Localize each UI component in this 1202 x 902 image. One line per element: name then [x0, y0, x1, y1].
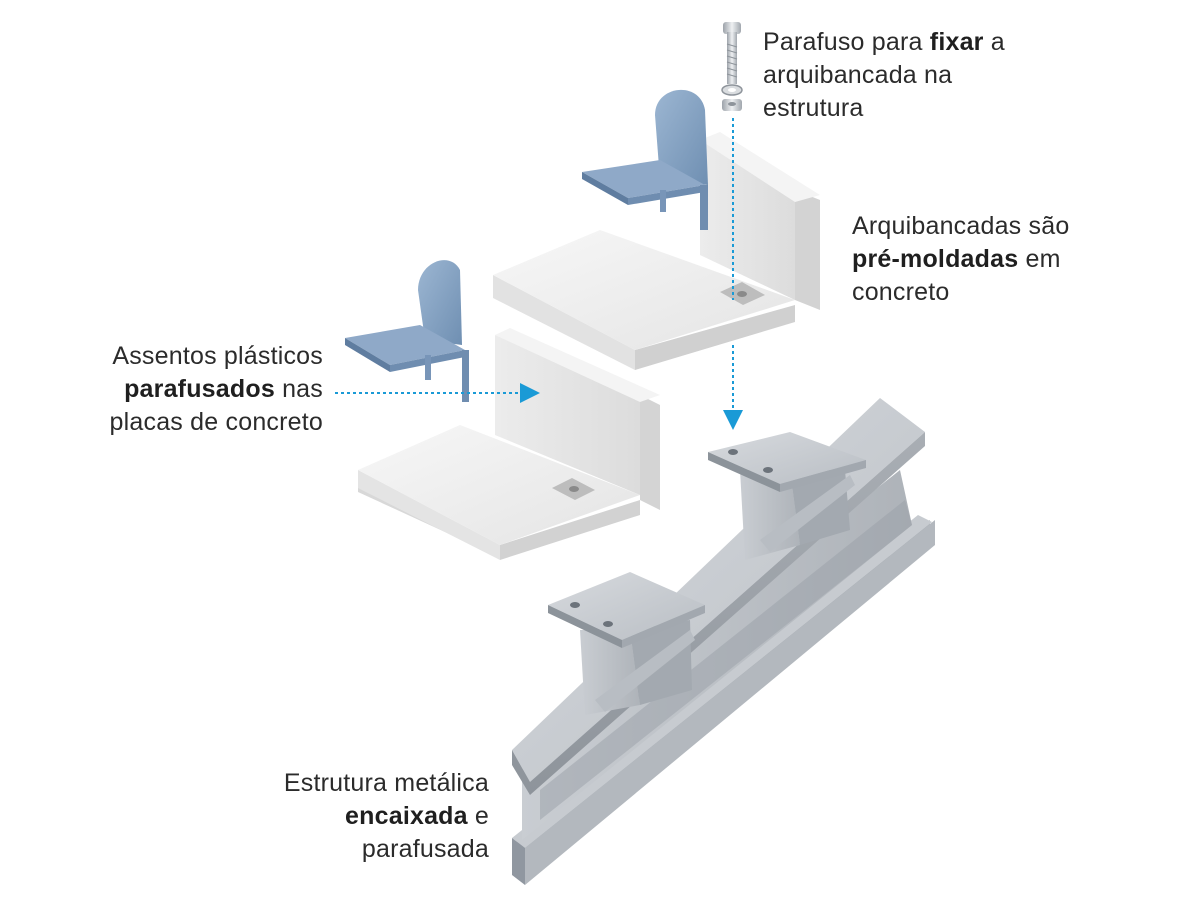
bolt-thread — [726, 43, 738, 78]
lower-stand-slab-top — [358, 425, 640, 545]
washer-hole — [728, 88, 736, 92]
concrete-stand-lower — [358, 328, 660, 560]
label-seats-line-1: Assentos plásticos — [112, 342, 323, 370]
lower-stand-wall-top — [495, 328, 660, 402]
seat-upper-pan-side — [628, 185, 705, 205]
label-bolt-bold: fixar — [929, 28, 984, 56]
label-stands-text-2: em — [1018, 245, 1061, 273]
upper-stand-wall-side — [795, 190, 820, 310]
label-stands-line-3: concreto — [852, 278, 950, 306]
upper-stand-slab-top — [493, 230, 795, 350]
label-bolt-line-3: estrutura — [763, 94, 864, 122]
label-bolt-text-1b: a — [983, 28, 1005, 56]
beam-bottom-flange-top — [512, 515, 932, 848]
plastic-seat-lower — [345, 260, 469, 402]
label-seats: Assentos plásticos parafusados nas placa… — [110, 340, 323, 439]
label-stands-bold: pré-moldadas — [852, 245, 1019, 273]
seat-upper-pan-edge — [582, 172, 628, 205]
label-stands-line-2: pré-moldadas em — [852, 243, 1069, 276]
nut-hole — [728, 102, 736, 106]
lower-stand-wall-side — [640, 395, 660, 510]
bracket-lower-hole-1 — [570, 602, 580, 608]
seat-upper-pan — [582, 160, 705, 198]
label-bolt-text-1: Parafuso para — [763, 28, 930, 56]
upper-stand-bolt-hole — [737, 291, 747, 297]
seat-lower-backrest — [418, 260, 462, 345]
beam-top-flange-edge — [512, 750, 530, 795]
bracket-upper-hole-1 — [728, 449, 738, 455]
upper-stand-wall-top — [700, 132, 820, 202]
beam-end — [512, 838, 525, 885]
bracket-upper-plate — [708, 432, 866, 484]
steel-bracket-lower — [548, 572, 705, 715]
bracket-lower-plate-side — [622, 605, 705, 648]
label-seats-text-2: nas — [274, 375, 323, 403]
label-structure-line-3: parafusada — [361, 835, 489, 863]
bolt-head — [723, 22, 741, 34]
seat-lower-leg-back — [462, 350, 469, 402]
label-structure: Estrutura metálica encaixada e parafusad… — [284, 767, 489, 866]
lower-stand-slab-front — [358, 470, 500, 560]
label-seats-line-2: parafusados nas — [110, 373, 323, 406]
label-seats-bold: parafusados — [124, 375, 275, 403]
bracket-upper-plate-side — [780, 460, 866, 492]
seat-upper-leg-front — [660, 190, 666, 212]
bracket-upper-hole-2 — [763, 467, 773, 473]
bracket-upper-plate-edge — [708, 452, 780, 492]
plastic-seat-upper — [582, 89, 708, 230]
lower-stand-bolt-hole — [569, 486, 579, 492]
upper-stand-slab-front — [493, 275, 635, 370]
label-seats-line-3: placas de concreto — [109, 408, 323, 436]
bracket-upper-stiffener — [760, 475, 855, 552]
bracket-lower-plate-edge — [548, 605, 622, 648]
bolt-assembly — [721, 22, 743, 111]
label-stands-line-1: Arquibancadas são — [852, 212, 1070, 240]
seat-lower-leg-front — [425, 355, 431, 380]
lower-stand-slab-side — [500, 500, 640, 560]
bracket-lower-stiffener — [595, 630, 695, 712]
beam-web-shadow — [540, 500, 912, 820]
label-structure-line-2: encaixada e — [284, 800, 489, 833]
upper-stand-slab-side — [635, 305, 795, 370]
label-structure-text-2: e — [467, 802, 489, 830]
seat-lower-pan-edge — [345, 338, 390, 372]
steel-bracket-upper — [708, 432, 866, 560]
bracket-lower-plate — [548, 572, 705, 640]
label-structure-line-1: Estrutura metálica — [283, 769, 489, 797]
label-bolt-line-1: Parafuso para fixar a — [763, 26, 1005, 59]
seat-upper-backrest — [655, 89, 708, 185]
seat-lower-pan — [345, 325, 465, 365]
label-stands: Arquibancadas são pré-moldadas em concre… — [852, 210, 1069, 309]
label-bolt: Parafuso para fixar a arquibancada na es… — [763, 26, 1005, 125]
concrete-stand-upper — [493, 132, 820, 370]
beam-end-bottom — [525, 520, 935, 885]
label-bolt-line-2: arquibancada na — [763, 61, 953, 89]
seat-upper-leg-back — [700, 185, 708, 230]
bracket-lower-hole-2 — [603, 621, 613, 627]
lower-stand-wall-front — [495, 335, 640, 495]
arrows — [335, 118, 743, 430]
label-structure-bold: encaixada — [345, 802, 468, 830]
